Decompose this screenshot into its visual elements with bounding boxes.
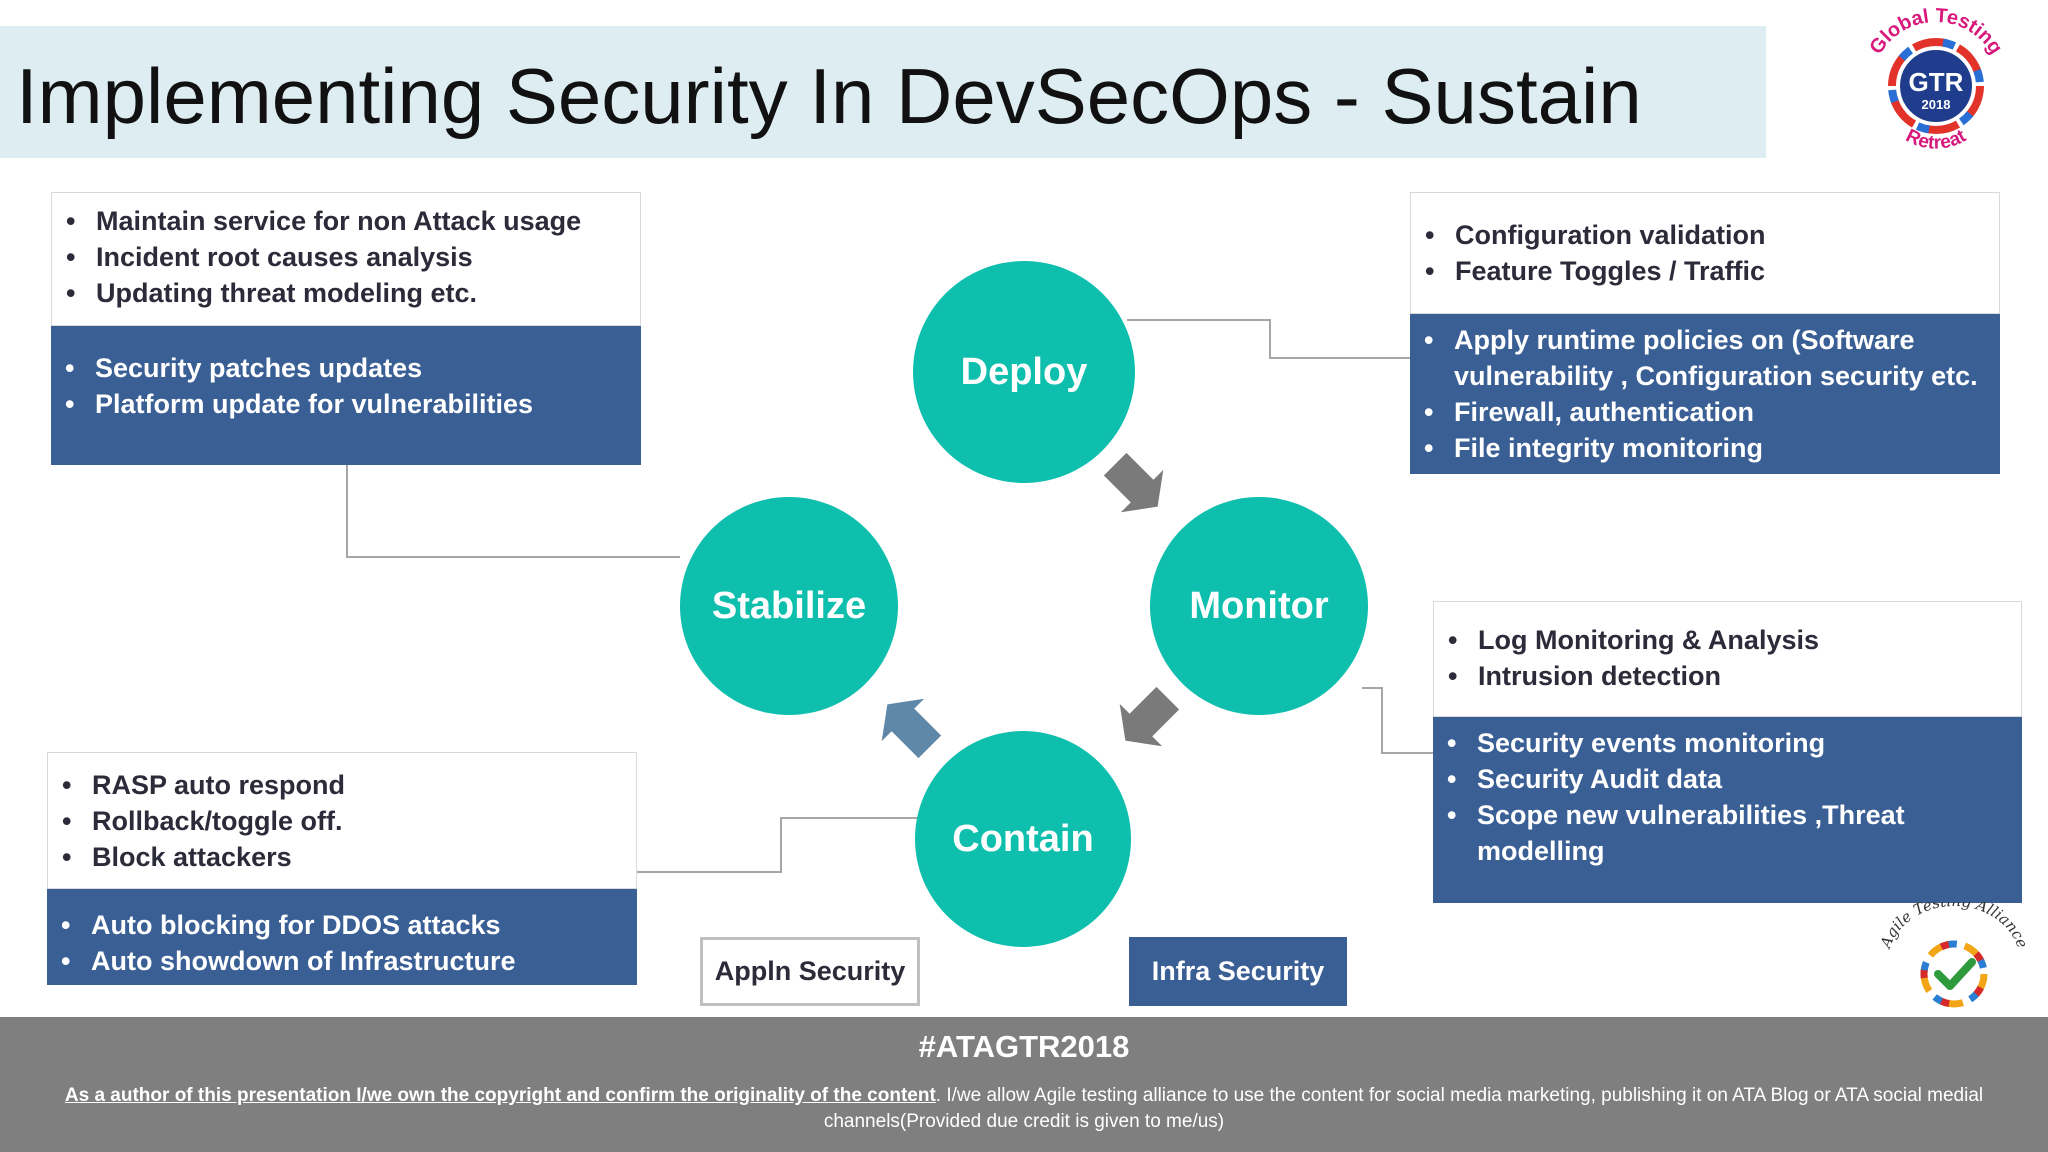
contain-infra-panel: Auto blocking for DDOS attacks Auto show… (47, 889, 637, 985)
stabilize-node: Stabilize (680, 497, 898, 715)
copyright-notice-underlined: As a author of this presentation I/we ow… (64, 1085, 936, 1106)
stabilize-infra-panel: Security patches updates Platform update… (51, 326, 641, 465)
list-item: Intrusion detection (1434, 658, 2021, 694)
deploy-infra-panel: Apply runtime policies on (Software vuln… (1410, 314, 2000, 474)
arrow-contain-to-stabilize (881, 698, 942, 759)
list-item: Auto showdown of Infrastructure (47, 943, 637, 979)
list-item: Configuration validation (1411, 217, 1999, 253)
connector-contain (637, 817, 918, 873)
stabilize-label: Stabilize (711, 584, 867, 627)
contain-appln-panel: RASP auto respond Rollback/toggle off. B… (47, 752, 637, 889)
ata-logo: Agile Testing Alliance (1876, 902, 2032, 1008)
arrow-deploy-to-monitor (1103, 452, 1164, 513)
list-item: Log Monitoring & Analysis (1434, 622, 2021, 658)
list-item: Scope new vulnerabilities ,Threat modell… (1433, 797, 2022, 869)
list-item: Firewall, authentication (1410, 394, 2000, 430)
footer: #ATAGTR2018 As a author of this presenta… (0, 1017, 2048, 1152)
list-item: Incident root causes analysis (52, 239, 640, 275)
legend-appln-security: Appln Security (700, 937, 920, 1006)
list-item: Apply runtime policies on (Software vuln… (1410, 322, 2000, 394)
list-item: Updating threat modeling etc. (52, 275, 640, 311)
arrow-monitor-to-contain (1119, 686, 1180, 747)
copyright-notice: As a author of this presentation I/we ow… (40, 1083, 2008, 1135)
gtr-logo-year: 2018 (1922, 97, 1951, 112)
monitor-label: Monitor (1189, 584, 1329, 627)
page-title: Implementing Security In DevSecOps - Sus… (16, 52, 1642, 140)
gtr-logo: GTR 2018 Global Testing Retreat (1865, 8, 2006, 154)
connector-deploy (1127, 319, 1410, 359)
contain-label: Contain (952, 817, 1094, 860)
connector-monitor (1362, 687, 1433, 754)
list-item: Rollback/toggle off. (48, 803, 636, 839)
footer-hashtag: #ATAGTR2018 (918, 1029, 1130, 1064)
title-band (0, 26, 1766, 158)
list-item: Feature Toggles / Traffic (1411, 253, 1999, 289)
list-item: RASP auto respond (48, 767, 636, 803)
deploy-label: Deploy (960, 350, 1088, 393)
list-item: Block attackers (48, 839, 636, 875)
deploy-appln-panel: Configuration validation Feature Toggles… (1410, 192, 2000, 314)
gtr-logo-center: GTR (1909, 67, 1964, 97)
list-item: Security Audit data (1433, 761, 2022, 797)
stabilize-appln-panel: Maintain service for non Attack usage In… (51, 192, 641, 326)
list-item: Security patches updates (51, 350, 641, 386)
contain-node: Contain (915, 731, 1131, 947)
monitor-appln-panel: Log Monitoring & Analysis Intrusion dete… (1433, 601, 2022, 717)
monitor-infra-panel: Security events monitoring Security Audi… (1433, 717, 2022, 903)
connector-stabilize (346, 465, 680, 558)
list-item: Platform update for vulnerabilities (51, 386, 641, 422)
list-item: Auto blocking for DDOS attacks (47, 907, 637, 943)
list-item: Security events monitoring (1433, 725, 2022, 761)
legend-infra-security: Infra Security (1129, 937, 1347, 1006)
monitor-node: Monitor (1150, 497, 1368, 715)
deploy-node: Deploy (913, 261, 1135, 483)
check-icon (1934, 958, 1976, 990)
list-item: File integrity monitoring (1410, 430, 2000, 466)
copyright-notice-rest: . I/we allow Agile testing alliance to u… (823, 1085, 1984, 1132)
list-item: Maintain service for non Attack usage (52, 203, 640, 239)
